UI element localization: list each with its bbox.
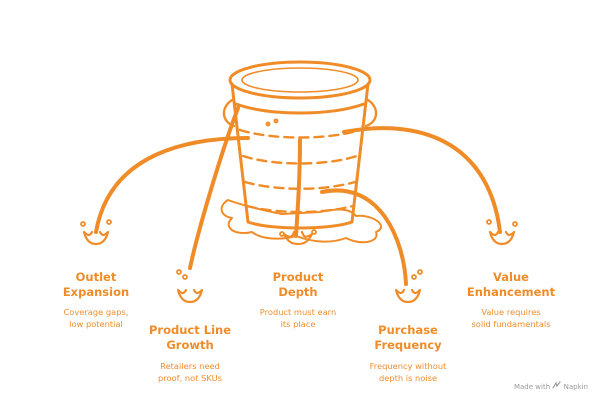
product-depth-title: Product Depth bbox=[272, 270, 324, 299]
splash-value-enhancement bbox=[486, 219, 518, 246]
watermark-brand: Napkin bbox=[563, 383, 588, 391]
stream-value-enhancement bbox=[342, 126, 502, 234]
stream-purchase-frequency bbox=[320, 188, 408, 286]
purchase-frequency-title: Purchase Frequency bbox=[374, 323, 442, 352]
stream-product-depth bbox=[294, 138, 302, 238]
splash-product-depth bbox=[279, 229, 317, 246]
napkin-logo-icon bbox=[552, 381, 561, 389]
made-with-napkin-watermark: Made with Napkin bbox=[514, 381, 588, 391]
value-enhancement-desc: Value requires solid fundamentals bbox=[471, 307, 551, 329]
stream-outlet-expansion bbox=[94, 136, 250, 234]
stream-product-line-growth bbox=[188, 106, 240, 270]
outlet-expansion-title: Outlet Expansion bbox=[62, 270, 130, 299]
value-enhancement-title: Value Enhancement bbox=[466, 270, 556, 299]
splash-outlet-expansion bbox=[80, 219, 112, 246]
product-depth-desc: Product must earn its place bbox=[259, 307, 337, 329]
splash-product-line-growth bbox=[176, 269, 204, 304]
product-line-growth-title: Product Line Growth bbox=[149, 323, 231, 352]
outlet-expansion-desc: Coverage gaps, low potential bbox=[63, 307, 129, 329]
purchase-frequency-desc: Frequency without depth is noise bbox=[369, 361, 447, 383]
watermark-text: Made with bbox=[513, 383, 551, 391]
product-line-growth-desc: Retailers need proof, not SKUs bbox=[158, 361, 222, 383]
splash-purchase-frequency bbox=[394, 269, 423, 304]
